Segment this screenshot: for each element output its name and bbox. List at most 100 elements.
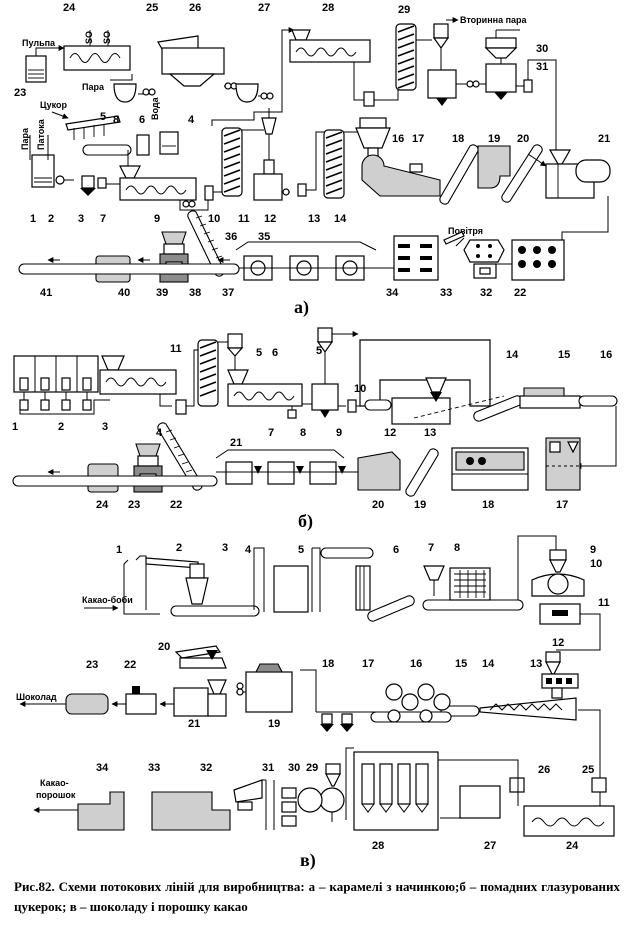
label-cocoa-powder-1: Какао- <box>40 778 69 788</box>
num-a-19: 19 <box>488 133 500 145</box>
num-c-4: 4 <box>245 544 252 556</box>
num-b-23: 23 <box>128 499 140 511</box>
num-a-25: 25 <box>146 2 158 14</box>
tank-battery-1-2 <box>13 355 110 415</box>
pump-13 <box>297 183 307 197</box>
boiler-31 <box>485 63 517 93</box>
num-a-4: 4 <box>188 114 195 126</box>
coil-cooker-b11 <box>197 339 219 407</box>
num-a-5: 5 <box>100 111 106 123</box>
num-c-27: 27 <box>484 840 496 852</box>
num-a-18: 18 <box>452 133 464 145</box>
valve-2 <box>55 175 65 185</box>
num-b-18: 18 <box>482 499 494 511</box>
pump-3 <box>81 175 95 189</box>
num-a-17: 17 <box>412 133 424 145</box>
num-c-6: 6 <box>393 544 399 556</box>
num-c-13: 13 <box>530 658 542 670</box>
conveyor-b-main <box>12 475 218 487</box>
num-a-24: 24 <box>63 2 76 14</box>
pump-31 <box>523 79 533 93</box>
collector-27 <box>235 83 259 103</box>
num-b-5b: 5 <box>316 345 322 357</box>
num-b-12: 12 <box>384 427 396 439</box>
cooler-b18 <box>451 447 529 491</box>
label-cocoa-beans: Какао-боби <box>82 595 133 605</box>
num-c-5: 5 <box>298 544 304 556</box>
num-b-13: 13 <box>424 427 436 439</box>
cleaner-c3 <box>185 563 209 605</box>
hopper-c7 <box>423 565 445 596</box>
num-c-20: 20 <box>158 641 170 653</box>
pump-28 <box>363 91 375 107</box>
belt-8 <box>82 144 132 156</box>
separator-b5a <box>226 333 244 370</box>
num-c-34: 34 <box>96 762 109 774</box>
mixer-28 <box>289 29 371 63</box>
num-c-32: 32 <box>200 762 212 774</box>
num-a-37: 37 <box>222 287 234 299</box>
label-steam-top: Пара <box>82 82 105 92</box>
panel-label-c: в) <box>300 850 316 871</box>
label-molasses: Патока <box>36 118 46 150</box>
hopper-30 <box>484 37 518 59</box>
num-a-12: 12 <box>264 213 276 225</box>
tank-6 <box>136 134 150 156</box>
num-b-11: 11 <box>170 343 182 355</box>
num-c-15: 15 <box>455 658 467 670</box>
press-c11 <box>539 603 581 625</box>
sifter-c32 <box>233 779 266 811</box>
num-a-40: 40 <box>118 287 130 299</box>
num-b-17: 17 <box>556 499 568 511</box>
steam-tank-1 <box>31 154 55 188</box>
refiner-c14 <box>479 687 577 721</box>
dissolver-9 <box>119 165 197 201</box>
tank-4 <box>159 131 179 155</box>
num-b-3: 3 <box>102 421 108 433</box>
label-sugar: Цукор <box>40 100 67 110</box>
num-b-9: 9 <box>336 427 342 439</box>
num-a-31: 31 <box>536 61 548 73</box>
num-c-14: 14 <box>482 658 495 670</box>
num-c-3: 3 <box>222 542 228 554</box>
num-b-7: 7 <box>268 427 274 439</box>
label-chocolate: Шоколад <box>16 692 57 702</box>
label-water: Вода <box>150 96 160 120</box>
mixer-b6 <box>227 369 303 407</box>
box-b20 <box>357 451 401 491</box>
panel-c: Какао-боби <box>16 535 615 871</box>
num-a-23: 23 <box>14 87 26 99</box>
conveyor-b19 <box>405 448 439 497</box>
hood-12-13 <box>359 339 491 425</box>
packer-c33 <box>151 791 231 831</box>
melangeur-c20-21 <box>173 645 227 717</box>
molding-c23 <box>65 693 109 715</box>
num-c-16: 16 <box>410 658 422 670</box>
num-c-29: 29 <box>306 762 318 774</box>
label-secondary-steam: Вторинна пара <box>460 15 528 25</box>
num-b-1: 1 <box>12 421 18 433</box>
belt-c4 <box>170 605 260 617</box>
num-a-10: 10 <box>208 213 220 225</box>
conveyor-18 <box>439 144 479 205</box>
num-b-16: 16 <box>600 349 612 361</box>
num-b-5a: 5 <box>256 347 262 359</box>
cooling-table-17 <box>361 154 441 197</box>
num-a-30: 30 <box>536 43 548 55</box>
num-a-3: 3 <box>78 213 84 225</box>
num-a-33: 33 <box>440 287 452 299</box>
num-c-1: 1 <box>116 544 122 556</box>
num-c-24: 24 <box>566 840 579 852</box>
num-a-36: 36 <box>225 231 237 243</box>
num-a-1: 1 <box>30 213 36 225</box>
conche-c19 <box>245 663 293 713</box>
num-a-29: 29 <box>398 4 410 16</box>
cooler-c31 <box>281 787 297 827</box>
num-a-9: 9 <box>154 213 160 225</box>
coil-cooker-14 <box>323 129 345 199</box>
label-so2-2: SO <box>102 31 112 44</box>
num-c-18: 18 <box>322 658 334 670</box>
num-c-7: 7 <box>428 542 434 554</box>
num-a-2: 2 <box>48 213 54 225</box>
num-a-8: 8 <box>113 114 119 126</box>
